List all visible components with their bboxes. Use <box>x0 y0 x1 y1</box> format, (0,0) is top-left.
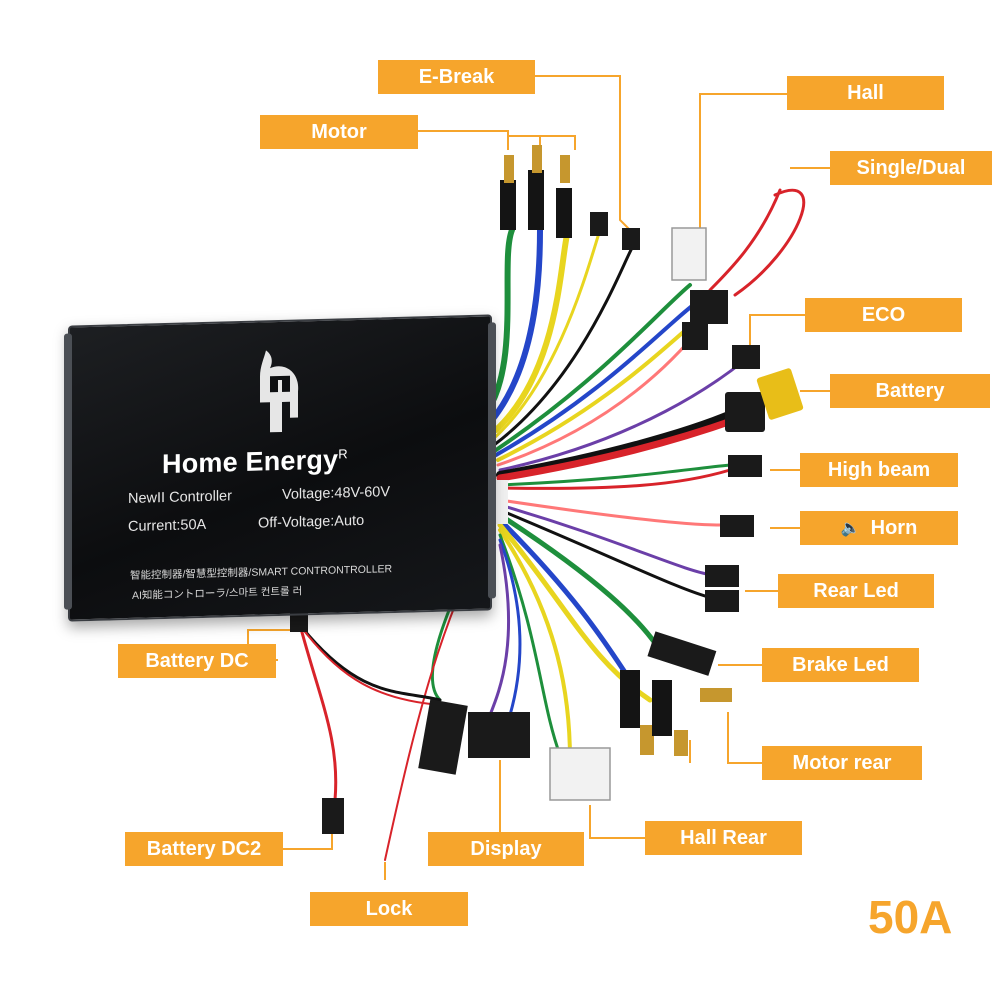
voltage-text: Voltage:48V-60V <box>282 484 391 503</box>
label-hall-rear: Hall Rear <box>645 821 802 855</box>
label-brake-led: Brake Led <box>762 648 919 682</box>
label-horn-text: Horn <box>870 516 918 539</box>
spartan-helmet-logo-icon <box>246 345 310 435</box>
label-battery-dc2: Battery DC2 <box>125 832 283 866</box>
speaker-icon: 🔈 <box>840 520 861 537</box>
label-rear-led: Rear Led <box>778 574 934 608</box>
label-high-beam: High beam <box>800 453 958 487</box>
label-motor: Motor <box>260 115 418 149</box>
label-e-break: E-Break <box>378 60 535 94</box>
controller-right-rail <box>488 322 496 599</box>
label-lock: Lock <box>310 892 468 926</box>
label-display: Display <box>428 832 584 866</box>
brand-name: Home EnergyR <box>162 444 348 480</box>
label-battery-dc: Battery DC <box>118 644 276 678</box>
brand-text: Home Energy <box>162 444 339 480</box>
multilingual-line-1: 智能控制器/智慧型控制器/SMART CONTRONTROLLER <box>130 563 393 582</box>
registered-mark: R <box>338 446 348 462</box>
label-hall: Hall <box>787 76 944 110</box>
amperage-badge: 50A <box>868 891 953 943</box>
model-text: NewII Controller <box>128 488 232 507</box>
controller-left-rail <box>64 333 72 610</box>
multilingual-line-2: AI知能コントローラ/스마트 컨트롤 러 <box>132 585 303 602</box>
label-horn: 🔈 Horn <box>800 511 958 545</box>
label-single-dual: Single/Dual <box>830 151 992 185</box>
connectors <box>290 145 804 834</box>
current-text: Current:50A <box>128 516 207 535</box>
label-battery: Battery <box>830 374 990 408</box>
label-motor-rear: Motor rear <box>762 746 922 780</box>
off-voltage-text: Off-Voltage:Auto <box>258 512 365 532</box>
controller-body: Home EnergyR NewII Controller Voltage:48… <box>64 314 496 622</box>
label-eco: ECO <box>805 298 962 332</box>
